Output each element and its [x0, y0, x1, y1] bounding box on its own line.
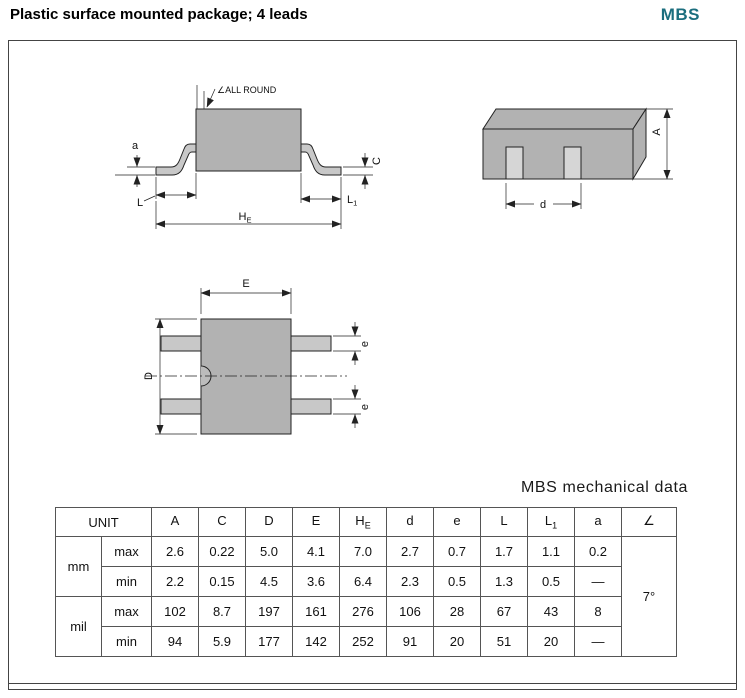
table-cell: 91: [386, 626, 434, 657]
table-cell: —: [574, 626, 622, 657]
table-cell: 1.7: [480, 536, 528, 567]
all-round-label: ∠ALL ROUND: [217, 85, 277, 95]
table-cell: 2.7: [386, 536, 434, 567]
table-cell: 8.7: [198, 596, 246, 627]
table-cell: —: [574, 566, 622, 597]
dim-label-HE: HE: [239, 211, 252, 225]
top-view-drawing: E D e e: [143, 278, 371, 435]
table-cell: 276: [339, 596, 387, 627]
table-cell: 20: [527, 626, 575, 657]
table-cell: 4.5: [245, 566, 293, 597]
table-cell: 2.6: [151, 536, 199, 567]
table-cell: 67: [480, 596, 528, 627]
unit-cell-mm: mm: [55, 536, 102, 597]
dim-label-D: D: [143, 372, 155, 380]
table-cell: 1.3: [480, 566, 528, 597]
table-header-row: UNIT A C D E HE d e L L1 a ∠: [55, 507, 677, 537]
table-cell: 252: [339, 626, 387, 657]
dim-label-e-upper: e: [359, 341, 371, 347]
table-cell: 0.2: [574, 536, 622, 567]
front-lead-left: [505, 146, 524, 180]
col-header-HE: HE: [339, 507, 387, 537]
package-body-top: [200, 318, 292, 435]
table-cell: 20: [433, 626, 481, 657]
table-cell: 177: [245, 626, 293, 657]
unit-header-cell: UNIT: [55, 507, 152, 537]
col-header-angle: ∠: [621, 507, 677, 537]
col-header-L1: L1: [527, 507, 575, 537]
table-cell: 43: [527, 596, 575, 627]
table-cell: 0.7: [433, 536, 481, 567]
angle-value-cell: 7°: [621, 536, 677, 657]
table-cell: 142: [292, 626, 340, 657]
page-title: Plastic surface mounted package; 4 leads: [10, 6, 308, 23]
table-cell: 5.9: [198, 626, 246, 657]
table-cell: 102: [151, 596, 199, 627]
table-cell: 1.1: [527, 536, 575, 567]
limit-cell: min: [101, 566, 152, 597]
table-row-mil-max: mil max 102 8.7 197 161 276 106 28 67 43…: [55, 596, 677, 657]
table-cell: 0.5: [433, 566, 481, 597]
side-view-drawing: ∠ALL ROUND a L HE: [115, 85, 383, 229]
package-code: MBS: [660, 5, 700, 24]
top-lead-right-upper: [290, 335, 332, 352]
mechanical-data-table: UNIT A C D E HE d e L L1 a ∠ mm max 2.6 …: [55, 507, 677, 657]
front-view-drawing: d A: [482, 107, 673, 211]
col-header-d: d: [386, 507, 434, 537]
footer-divider: [9, 683, 736, 684]
table-cell: 4.1: [292, 536, 340, 567]
table-cell: 3.6: [292, 566, 340, 597]
limit-cell: max: [101, 536, 152, 567]
dim-label-d: d: [540, 199, 546, 211]
limit-cell: min: [101, 626, 152, 657]
col-header-D: D: [245, 507, 293, 537]
table-cell: 197: [245, 596, 293, 627]
drawing-frame: ∠ALL ROUND a L HE: [8, 40, 737, 690]
package-top-face: [482, 108, 647, 130]
col-header-A: A: [151, 507, 199, 537]
col-header-C: C: [198, 507, 246, 537]
package-drawings: ∠ALL ROUND a L HE: [115, 85, 673, 435]
dim-label-L: L: [137, 197, 143, 209]
table-cell: 0.5: [527, 566, 575, 597]
table-cell: 6.4: [339, 566, 387, 597]
lead-left: [155, 143, 197, 176]
dim-label-A: A: [651, 128, 663, 136]
dim-label-E: E: [242, 278, 249, 290]
mechanical-data-table-wrap: UNIT A C D E HE d e L L1 a ∠ mm max 2.6 …: [55, 507, 677, 657]
table-cell: 0.22: [198, 536, 246, 567]
table-cell: 0.15: [198, 566, 246, 597]
top-lead-right-lower: [290, 398, 332, 415]
col-header-a: a: [574, 507, 622, 537]
limit-cell: max: [101, 596, 152, 627]
dim-label-C: C: [371, 157, 383, 165]
table-cell: 2.3: [386, 566, 434, 597]
table-cell: 161: [292, 596, 340, 627]
front-lead-right: [563, 146, 582, 180]
unit-cell-mil: mil: [55, 596, 102, 657]
lead-right: [300, 143, 342, 176]
col-header-E: E: [292, 507, 340, 537]
table-row-mm-max: mm max 2.6 0.22 5.0 4.1 7.0 2.7 0.7 1.7 …: [55, 536, 677, 657]
table-cell: 28: [433, 596, 481, 627]
package-body-side: [195, 108, 302, 172]
dim-label-a: a: [132, 140, 139, 152]
top-lead-left-upper: [160, 335, 202, 352]
dim-label-e-lower: e: [359, 404, 371, 410]
top-lead-left-lower: [160, 398, 202, 415]
table-cell: 7.0: [339, 536, 387, 567]
col-header-e: e: [433, 507, 481, 537]
dim-label-L1: L1: [347, 194, 357, 208]
table-cell: 5.0: [245, 536, 293, 567]
table-cell: 2.2: [151, 566, 199, 597]
table-cell: 106: [386, 596, 434, 627]
section-title: MBS mechanical data: [520, 479, 688, 496]
table-cell: 51: [480, 626, 528, 657]
col-header-L: L: [480, 507, 528, 537]
table-row-mil-min: min 94 5.9 177 142 252 91 20 51 20 —: [56, 626, 677, 657]
table-cell: 8: [574, 596, 622, 627]
table-row-mm-min: min 2.2 0.15 4.5 3.6 6.4 2.3 0.5 1.3 0.5…: [56, 566, 677, 597]
table-cell: 94: [151, 626, 199, 657]
